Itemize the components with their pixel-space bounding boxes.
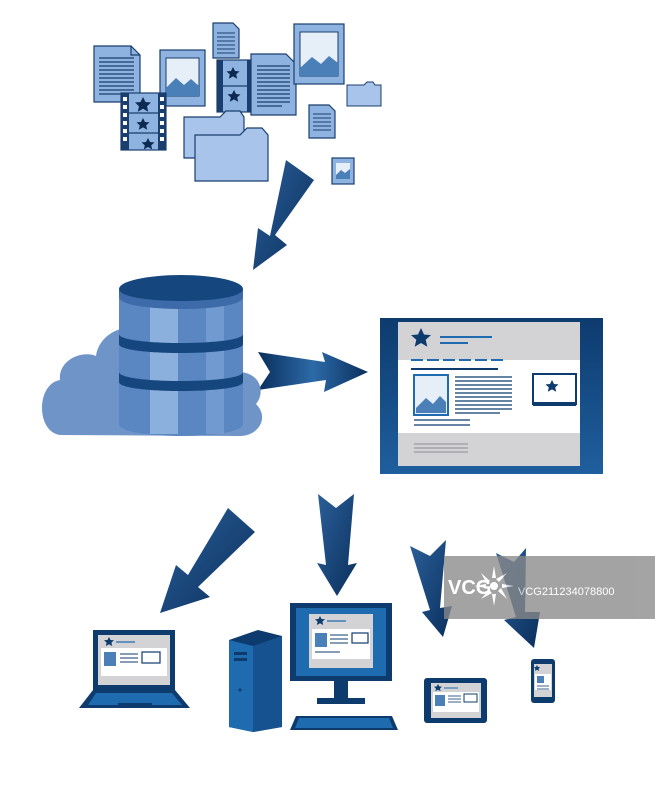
tower-case-icon <box>229 630 282 732</box>
image-icon <box>413 374 449 416</box>
star-icon <box>411 328 431 347</box>
image-icon <box>331 157 355 185</box>
watermark-text: VCG211234078800 <box>518 586 614 598</box>
folder-icon <box>194 127 269 182</box>
keyboard-icon <box>290 716 398 730</box>
arrow-icon <box>160 508 255 613</box>
folder-icon <box>346 81 382 107</box>
video-player-icon <box>532 373 577 406</box>
image-icon <box>293 23 345 85</box>
arrow-icon <box>253 160 314 270</box>
desktop-computer-icon <box>290 603 398 730</box>
image-icon <box>159 49 206 107</box>
document-icon <box>308 104 336 139</box>
vcg-burst-icon <box>474 566 514 606</box>
watermark-logo: VCG <box>448 577 491 599</box>
arrow-icon <box>410 540 452 637</box>
film-strip-icon <box>216 59 254 113</box>
database-icon <box>119 275 243 436</box>
tablet-icon <box>424 678 487 723</box>
film-strip-icon <box>120 92 167 151</box>
arrow-icon <box>258 352 368 392</box>
document-icon <box>250 53 297 116</box>
smartphone-icon <box>531 659 555 703</box>
document-icon <box>212 22 240 59</box>
files-cluster <box>93 22 382 185</box>
watermark: VCG VCG211234078800 <box>444 556 655 619</box>
arrow-icon <box>317 494 357 596</box>
laptop-icon <box>79 630 190 708</box>
web-page-icon <box>380 318 603 474</box>
star-icon <box>545 380 559 392</box>
